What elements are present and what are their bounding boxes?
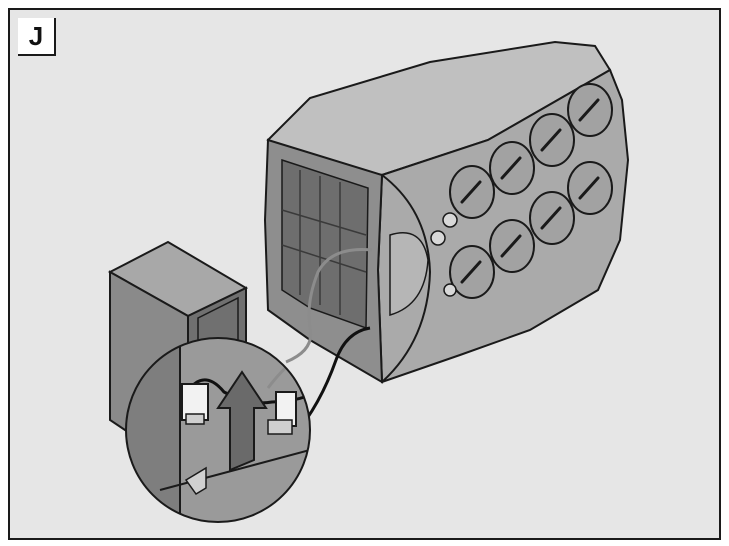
device-front-lip	[381, 174, 432, 383]
indicator-icon	[442, 212, 458, 228]
indicator-icon	[443, 283, 457, 297]
device-cavity	[281, 158, 369, 330]
indicator-icon	[430, 230, 446, 246]
black-wire	[304, 326, 371, 421]
device-side-bulge	[389, 232, 429, 316]
indicator-icons	[430, 212, 458, 297]
illustration	[107, 40, 630, 523]
step-label: J	[18, 18, 56, 56]
mount-bracket	[184, 466, 207, 495]
up-arrow-icon	[216, 370, 268, 472]
socket-pins	[460, 98, 600, 284]
detail-zoom-circle	[125, 337, 311, 523]
battery-connector-icon	[267, 391, 297, 435]
cavity-ribs	[281, 170, 367, 315]
grey-wire	[285, 247, 373, 364]
figure-frame: J	[8, 8, 721, 540]
battery-connector-icon	[181, 383, 209, 425]
